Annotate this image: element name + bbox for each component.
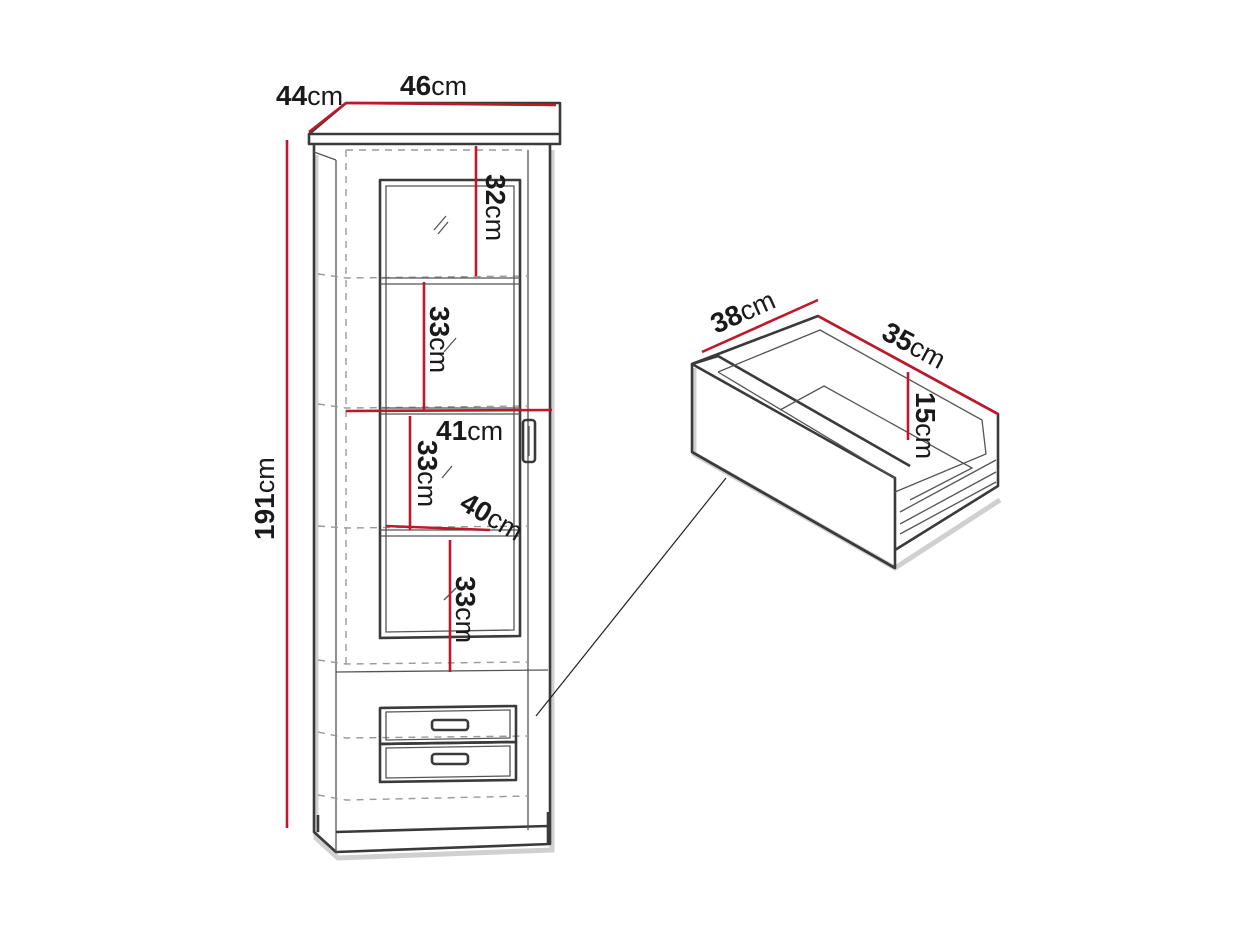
drawer-width-label: 38cm (706, 284, 780, 340)
drawer-height-label: 15cm (910, 392, 941, 459)
cabinet-top (307, 101, 562, 136)
drawer-bottom-handle (430, 752, 470, 766)
inner-width-label: 41cm (436, 415, 503, 446)
door-handle (521, 418, 537, 464)
shelf-3-label: 33cm (412, 440, 443, 507)
cabinet-drawing (307, 101, 562, 861)
drawer-dimension-lines (701, 298, 999, 440)
drawer-depth-dimension-line (817, 314, 999, 416)
depth-dimension-line (308, 101, 347, 134)
drawer-detail-drawing (690, 314, 1002, 571)
width-label: 46cm (400, 70, 467, 101)
depth-label: 44cm (276, 80, 343, 111)
drawer-width-dimension-line (701, 298, 819, 354)
glass-door (378, 178, 522, 640)
shelf-top-label: 32cm (480, 174, 511, 241)
inner-width-dimension-line (345, 408, 553, 413)
drawer-bottom (378, 740, 518, 784)
cabinet-dimension-lines (285, 101, 557, 828)
shelf-depth-label: 40cm (455, 486, 529, 546)
shelf-2-label: 33cm (424, 306, 455, 373)
drawer-depth-label: 35cm (877, 316, 951, 375)
shelf-4-label: 33cm (450, 576, 481, 643)
height-label: 191cm (249, 457, 280, 540)
drawer-leader-line (535, 477, 727, 717)
width-dimension-line (345, 101, 557, 107)
shelf-depth-dimension-line (385, 524, 491, 532)
drawer-top-handle (430, 718, 470, 732)
